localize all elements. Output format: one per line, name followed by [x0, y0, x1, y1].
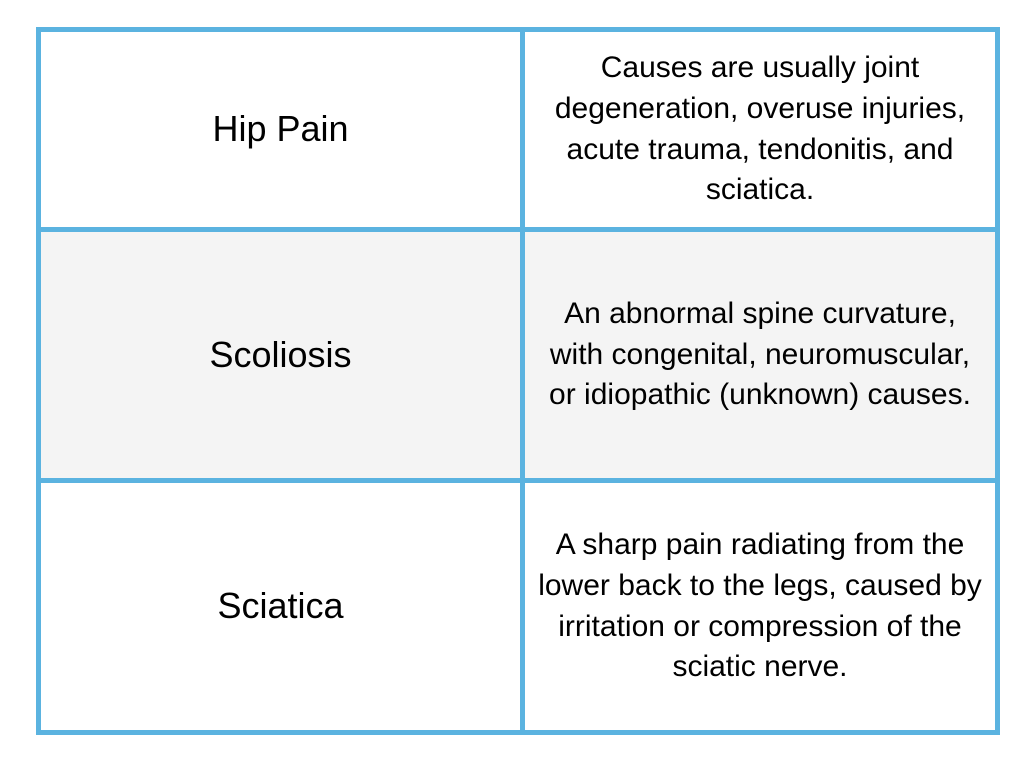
condition-description-cell: A sharp pain radiating from the lower ba… — [520, 478, 1000, 735]
table-row: Scoliosis An abnormal spine curvature, w… — [36, 227, 1000, 483]
condition-table: Hip Pain Causes are usually joint degene… — [36, 27, 1000, 735]
condition-term-cell: Hip Pain — [36, 27, 525, 232]
table-row: Hip Pain Causes are usually joint degene… — [36, 27, 1000, 232]
condition-term-cell: Scoliosis — [36, 227, 525, 483]
condition-description-cell: An abnormal spine curvature, with congen… — [520, 227, 1000, 483]
condition-table-container: Hip Pain Causes are usually joint degene… — [36, 27, 1000, 735]
condition-description-cell: Causes are usually joint degeneration, o… — [520, 27, 1000, 232]
condition-term-cell: Sciatica — [36, 478, 525, 735]
table-body: Hip Pain Causes are usually joint degene… — [36, 27, 1000, 735]
table-row: Sciatica A sharp pain radiating from the… — [36, 478, 1000, 735]
